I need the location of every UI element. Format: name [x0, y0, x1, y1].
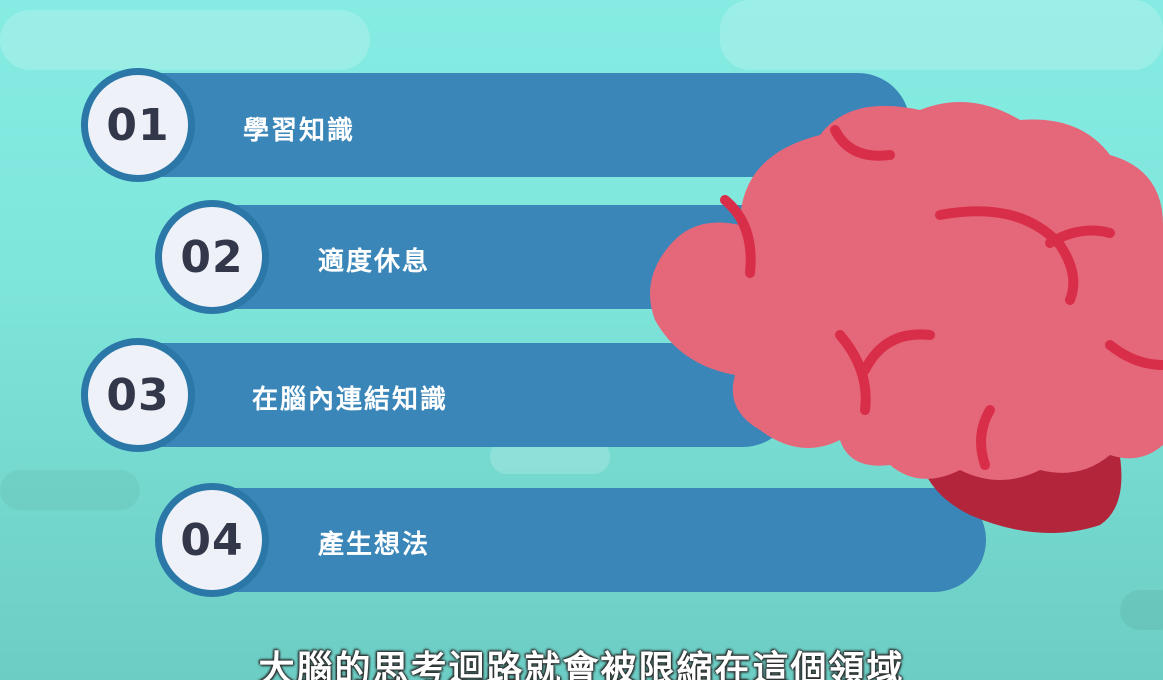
step-label-1: 學習知識: [243, 116, 356, 146]
background-streak: [0, 10, 370, 70]
background-streak: [1120, 590, 1163, 630]
background-streak: [0, 470, 140, 510]
background-streak: [720, 0, 1163, 70]
step-bar-4: [210, 488, 986, 592]
step-number-1: 01: [81, 68, 195, 182]
step-number-4: 04: [155, 483, 269, 597]
step-label-4: 產生想法: [318, 530, 431, 560]
step-bar-3: [135, 343, 795, 447]
step-label-2: 適度休息: [318, 247, 431, 277]
step-number-3: 03: [81, 338, 195, 452]
step-label-3: 在腦內連結知識: [252, 385, 449, 415]
brain-icon: [650, 102, 1163, 533]
step-number-2: 02: [155, 200, 269, 314]
subtitle-caption: 大腦的思考迴路就會被限縮在這個領域: [258, 649, 905, 680]
